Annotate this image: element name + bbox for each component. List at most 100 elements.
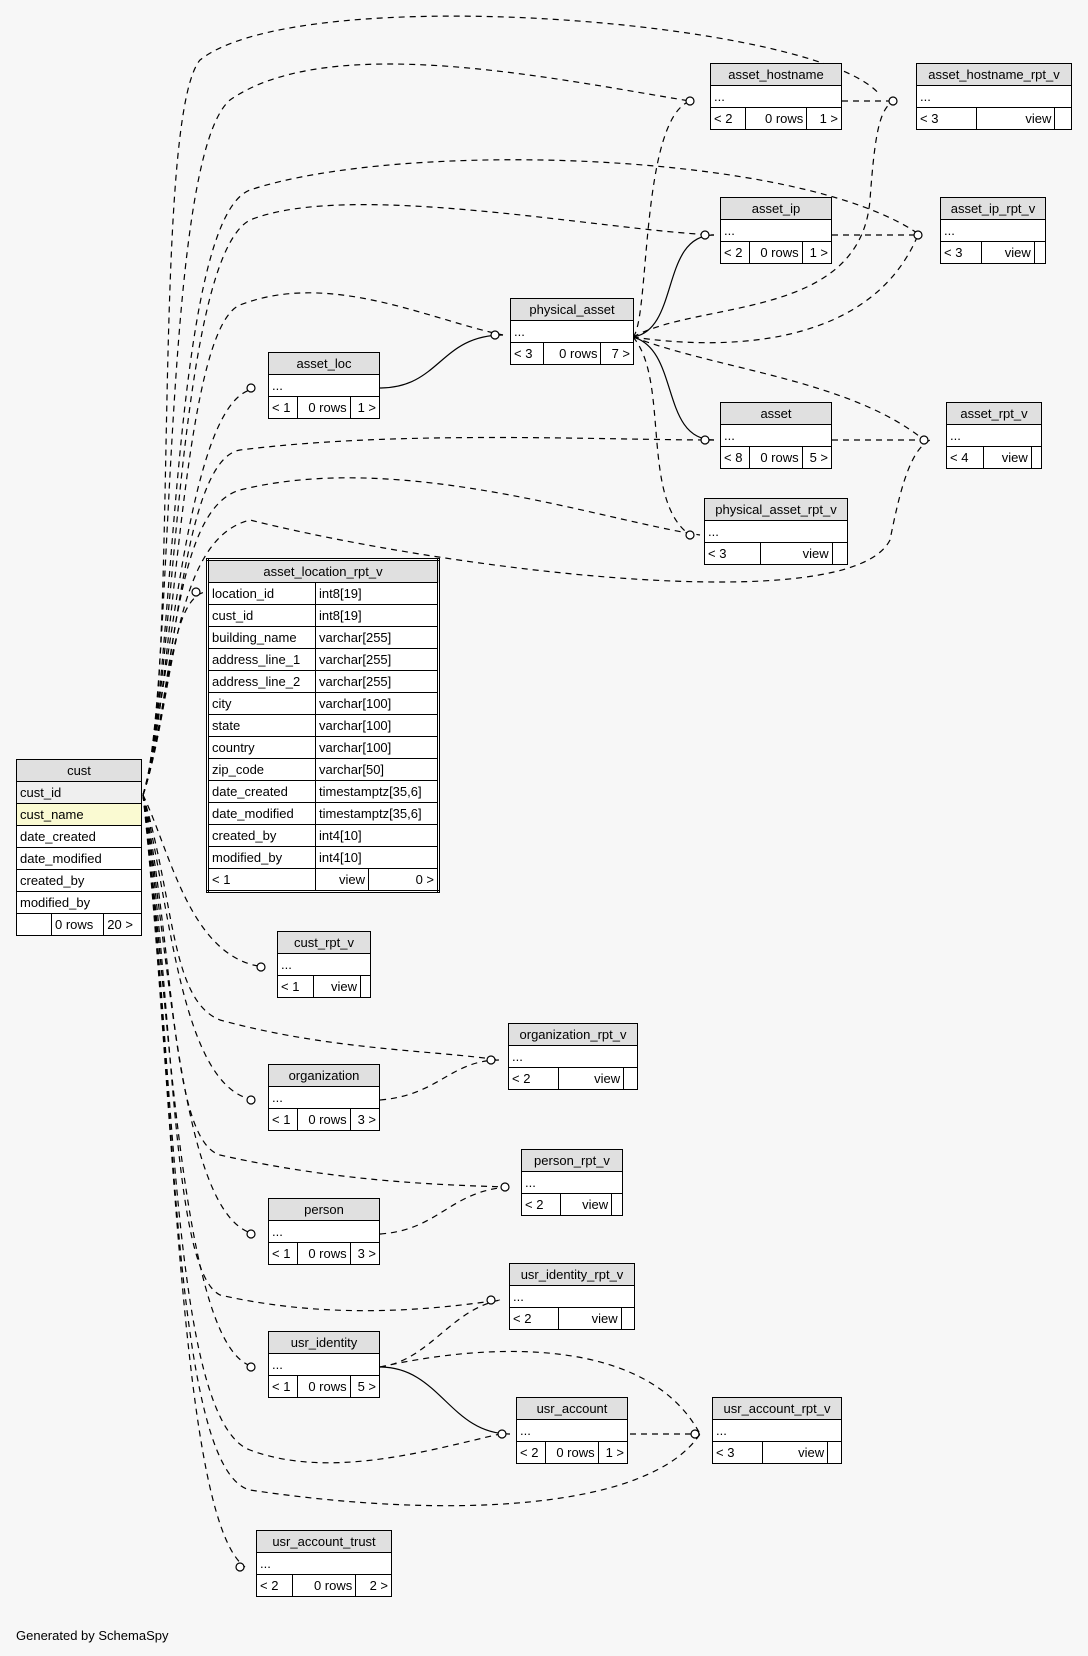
table-title[interactable]: asset_ip <box>720 197 832 220</box>
children-count[interactable]: 7 > <box>600 342 634 365</box>
table-title[interactable]: usr_identity_rpt_v <box>509 1263 635 1286</box>
table-title[interactable]: cust_rpt_v <box>277 931 371 954</box>
table-title[interactable]: usr_account_rpt_v <box>712 1397 842 1420</box>
parents-count[interactable]: < 3 <box>510 342 544 365</box>
parents-count[interactable]: < 2 <box>719 241 751 264</box>
table-title[interactable]: person_rpt_v <box>521 1149 623 1172</box>
children-count[interactable]: 1 > <box>801 241 833 264</box>
table-title[interactable]: usr_account_trust <box>256 1530 392 1553</box>
column-name[interactable]: city <box>207 692 316 715</box>
children-count[interactable]: 2 > <box>355 1574 392 1597</box>
parents-count[interactable]: < 2 <box>520 1193 562 1216</box>
column-date_modified[interactable]: date_modified <box>16 847 142 870</box>
parents-count[interactable]: < 3 <box>711 1441 764 1464</box>
children-count[interactable] <box>831 542 849 565</box>
table-title[interactable]: organization_rpt_v <box>508 1023 638 1046</box>
children-count[interactable] <box>611 1193 623 1216</box>
children-count[interactable]: 3 > <box>349 1242 381 1265</box>
column-name[interactable]: date_created <box>207 780 316 803</box>
column-name[interactable]: state <box>207 714 316 737</box>
column-name[interactable]: location_id <box>207 582 316 605</box>
children-count[interactable] <box>827 1441 842 1464</box>
children-count[interactable]: 1 > <box>349 396 381 419</box>
children-count[interactable]: 0 > <box>368 868 439 892</box>
parents-count[interactable]: < 2 <box>515 1441 547 1464</box>
parents-count[interactable] <box>16 913 52 936</box>
column-name[interactable]: building_name <box>207 626 316 649</box>
column-cust_id[interactable]: cust_id <box>16 781 142 804</box>
parents-count[interactable]: < 8 <box>719 446 751 469</box>
column-name[interactable]: modified_by <box>207 846 316 869</box>
column-cust_name[interactable]: cust_name <box>16 803 142 826</box>
table-title[interactable]: asset_hostname <box>710 63 842 86</box>
children-count[interactable]: 20 > <box>103 913 142 936</box>
column-name[interactable]: address_line_2 <box>207 670 316 693</box>
parents-count[interactable]: < 1 <box>267 396 299 419</box>
table-title[interactable]: physical_asset <box>510 298 634 321</box>
parents-count[interactable]: < 1 <box>267 1242 299 1265</box>
children-count[interactable]: 5 > <box>349 1375 381 1398</box>
column-name[interactable]: zip_code <box>207 758 316 781</box>
table-title[interactable]: asset_loc <box>268 352 380 375</box>
parents-count[interactable]: < 2 <box>256 1574 293 1597</box>
column-name[interactable]: cust_id <box>207 604 316 627</box>
table-title[interactable]: asset_location_rpt_v <box>207 559 439 583</box>
table-title[interactable]: physical_asset_rpt_v <box>704 498 848 521</box>
parents-count[interactable]: < 2 <box>710 107 746 130</box>
children-count[interactable] <box>360 975 371 998</box>
parents-count[interactable]: < 1 <box>276 975 315 998</box>
column-modified_by[interactable]: modified_by <box>16 891 142 914</box>
parents-count[interactable]: < 1 <box>207 868 316 892</box>
table-title[interactable]: usr_identity <box>268 1331 380 1354</box>
table-title[interactable]: asset_rpt_v <box>946 402 1042 425</box>
parents-count[interactable]: < 2 <box>509 1307 559 1330</box>
children-count[interactable] <box>1033 241 1047 264</box>
table-title[interactable]: cust <box>16 759 142 782</box>
table-title[interactable]: asset_hostname_rpt_v <box>916 63 1072 86</box>
children-count[interactable]: 1 > <box>597 1441 629 1464</box>
children-count[interactable]: 5 > <box>801 446 833 469</box>
parents-count[interactable]: < 3 <box>704 542 761 565</box>
parents-count[interactable]: < 3 <box>940 241 982 264</box>
column-created_by[interactable]: created_by <box>16 869 142 892</box>
parents-count[interactable]: < 3 <box>915 107 978 130</box>
children-count[interactable] <box>1030 446 1043 469</box>
parents-count[interactable]: < 1 <box>267 1375 299 1398</box>
children-count[interactable] <box>623 1067 638 1090</box>
table-title[interactable]: person <box>268 1198 380 1221</box>
column-name[interactable]: address_line_1 <box>207 648 316 671</box>
children-count[interactable]: 1 > <box>806 107 842 130</box>
table-title[interactable]: usr_account <box>516 1397 628 1420</box>
table-title[interactable]: asset <box>720 402 832 425</box>
table-cust[interactable]: cust cust_id cust_name date_created date… <box>16 759 142 936</box>
